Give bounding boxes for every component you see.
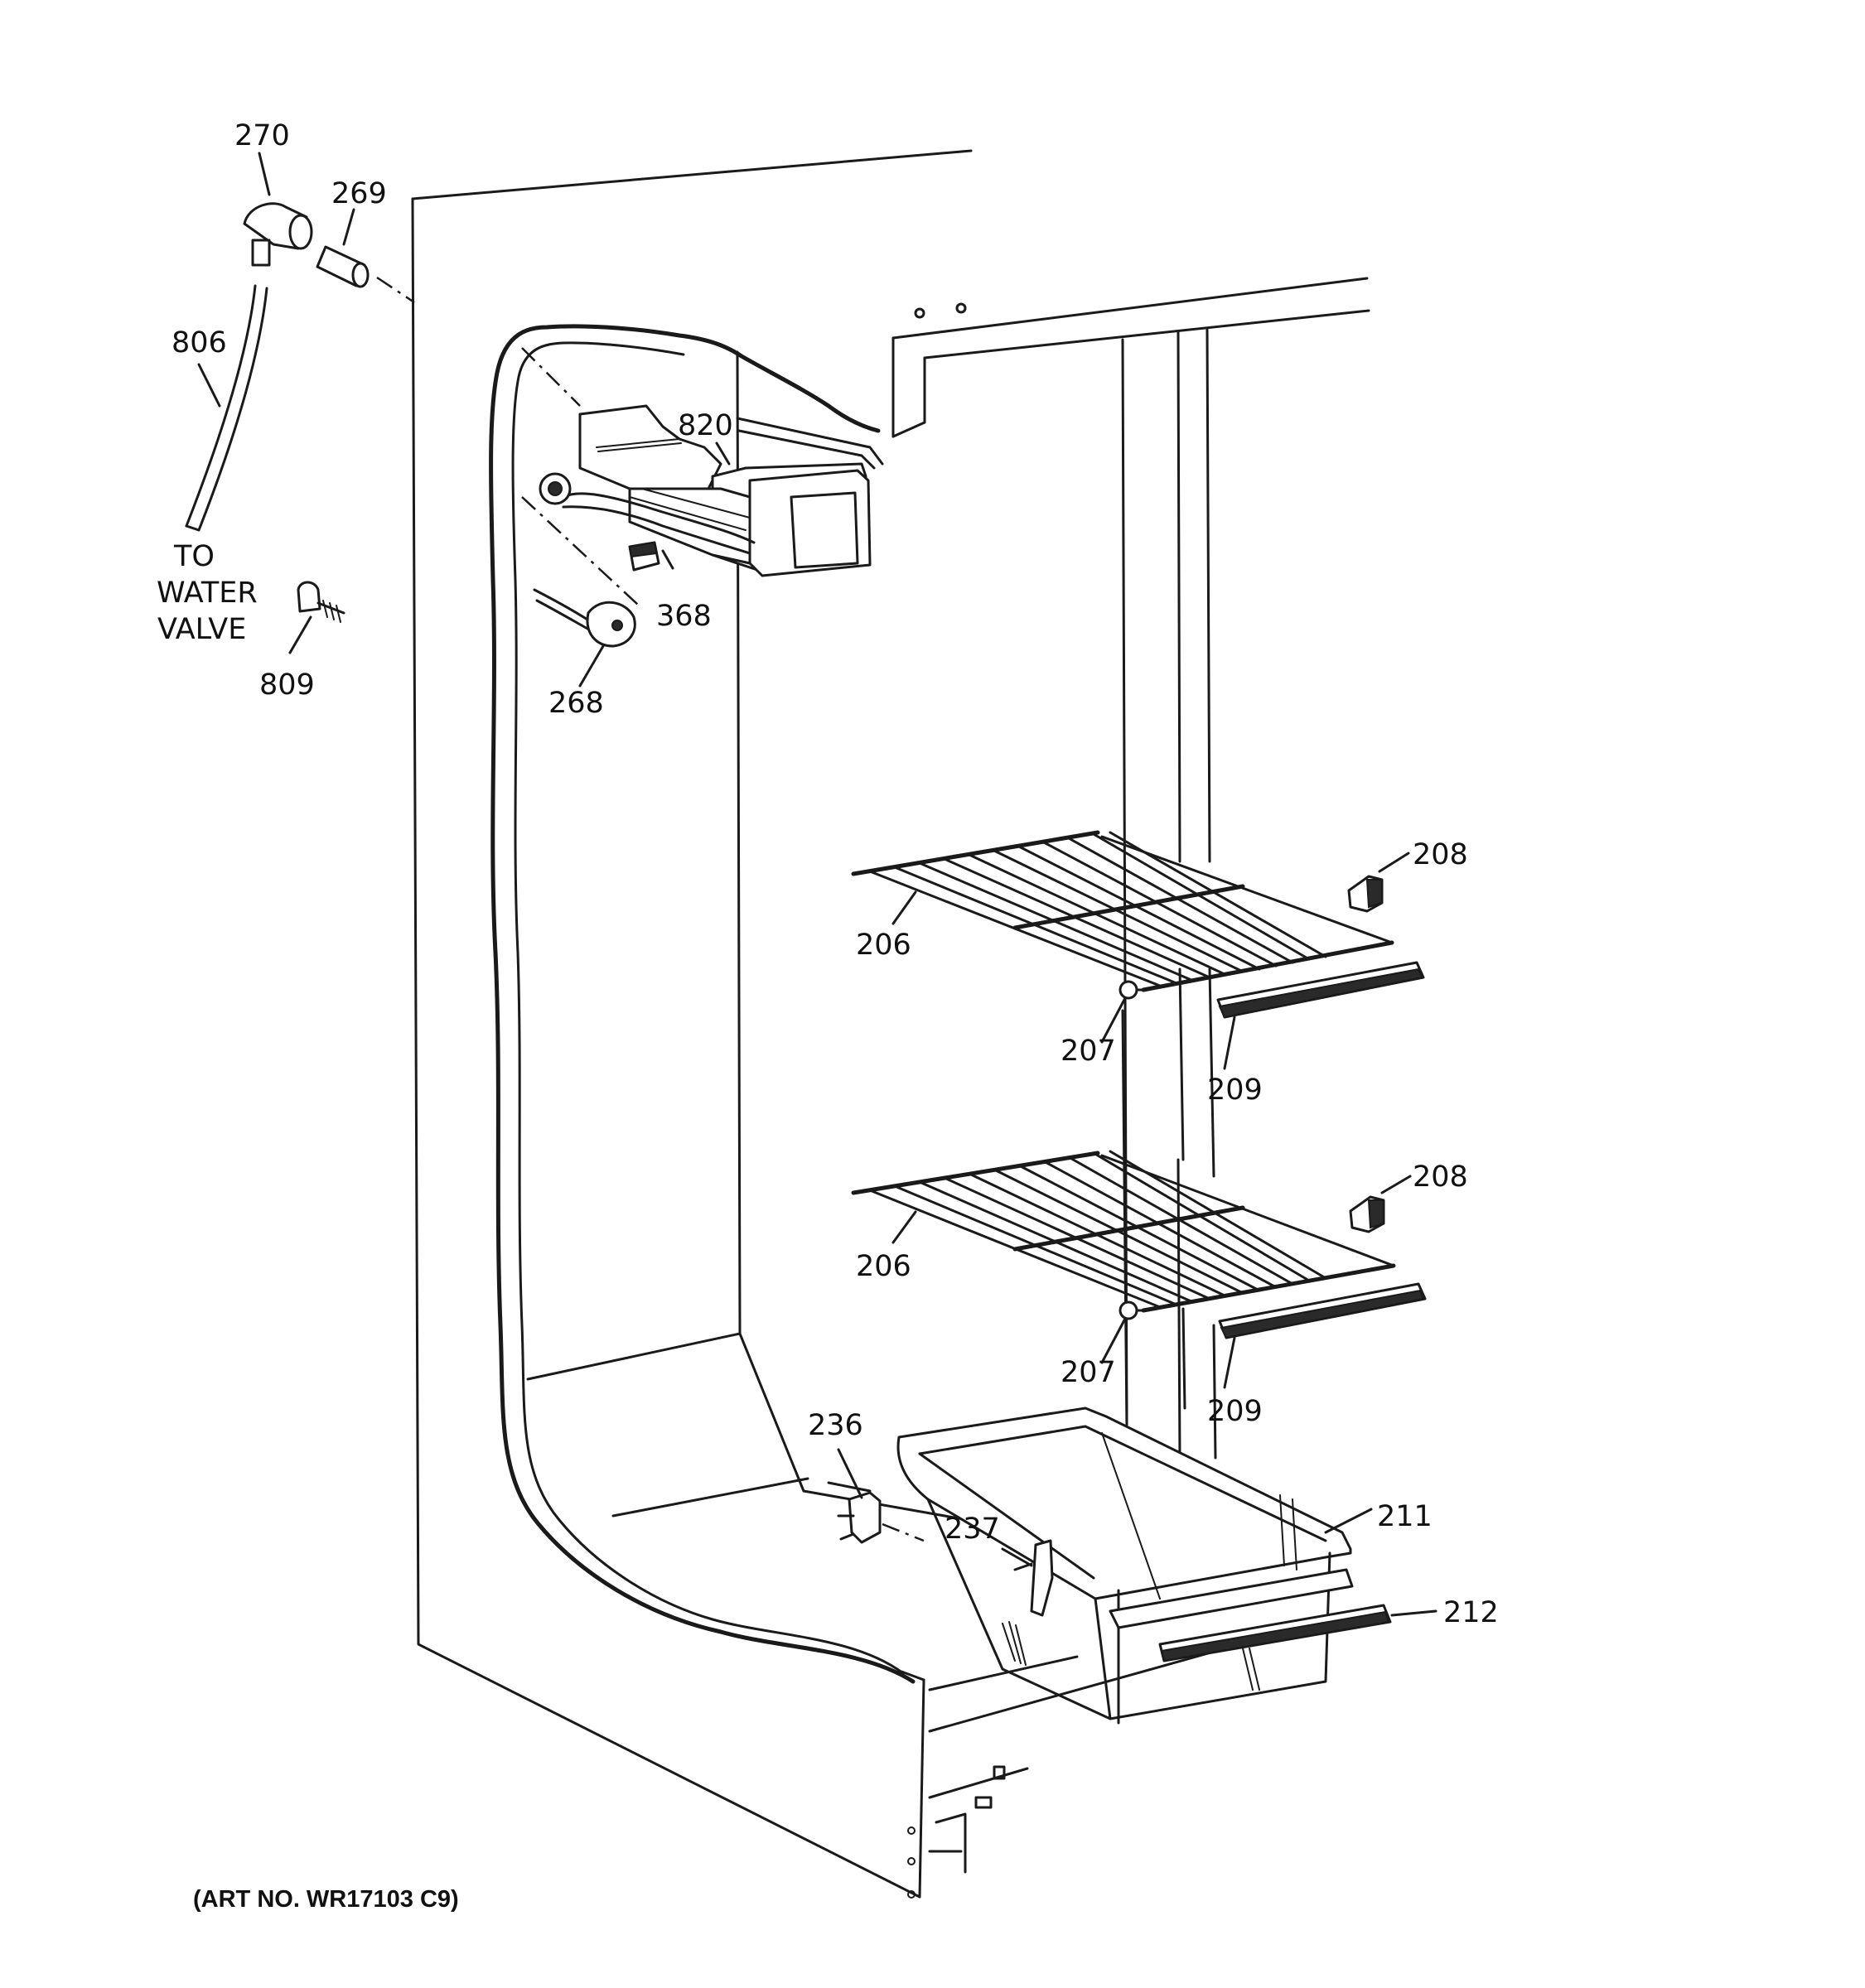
part-label-207-lower: 207 [1061,1356,1116,1389]
leader-lines [197,152,1437,1617]
shelf-front-209-upper [1216,961,1425,1019]
part-label-806: 806 [172,326,227,359]
part-label-236: 236 [808,1409,863,1442]
part-label-206-lower: 206 [856,1250,911,1283]
part-label-206-upper: 206 [856,929,911,962]
part-label-270: 270 [234,119,290,152]
alignment-line [376,276,415,304]
to-water-valve-text-2: WATER [157,577,258,610]
tube-269 [316,245,370,288]
shelf-front-209-lower [1218,1282,1427,1339]
part-label-207-upper: 207 [1061,1035,1116,1068]
part-label-208-lower: 208 [1413,1160,1468,1194]
shelf-upper-206 [851,830,1394,992]
clip-208-upper [1347,875,1384,913]
part-label-209-lower: 209 [1207,1395,1263,1428]
art-number: (ART NO. WR17103 C9) [193,1886,459,1913]
part-label-820: 820 [678,409,733,442]
clip-208-lower [1349,1195,1385,1233]
shelf-support-207-upper [1119,980,1149,1000]
part-label-809: 809 [259,668,315,702]
thermostat-268 [533,588,636,648]
part-label-208-upper: 208 [1413,838,1468,871]
ice-maker-assembly [521,347,884,606]
part-label-269: 269 [331,177,387,210]
bracket-236 [837,1491,925,1544]
shelf-lower-206 [851,1150,1396,1313]
to-water-valve-text-3: VALVE [157,613,246,646]
part-label-211: 211 [1377,1500,1433,1533]
water-tube-806 [185,284,268,532]
clamp-809 [297,581,345,623]
bracket-368 [628,541,660,572]
part-label-237: 237 [945,1513,1000,1546]
to-water-valve-text-1: TO [173,540,215,573]
water-fitting-270 [243,202,313,267]
bin-front-212 [1158,1604,1392,1662]
part-label-209-upper: 209 [1207,1074,1263,1107]
freezer-bin-211 [896,1407,1354,1725]
part-label-212: 212 [1443,1596,1499,1629]
part-label-268: 268 [548,687,604,720]
part-label-368: 368 [656,600,712,633]
shelf-support-207-lower [1119,1300,1149,1320]
